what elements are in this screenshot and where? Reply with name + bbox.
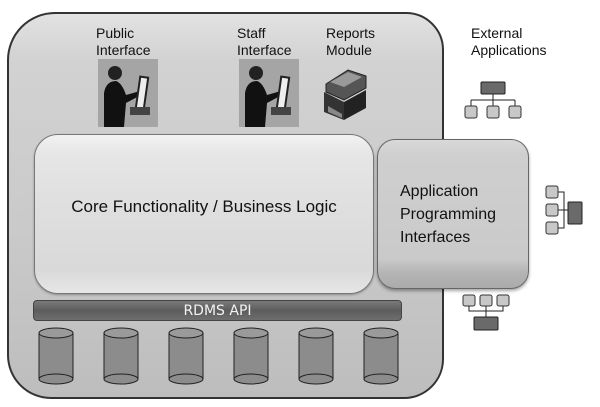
label-line: Programming	[400, 206, 497, 223]
rdms-api-bar: RDMS API	[33, 300, 402, 321]
label-line: Module	[326, 42, 372, 58]
reports-module-label: Reports Module	[326, 25, 375, 59]
database-cylinder-icon	[38, 327, 74, 385]
label-line: External	[471, 25, 523, 41]
database-cylinder-icon	[168, 327, 204, 385]
hierarchy-icon	[462, 294, 510, 331]
person-at-computer-icon	[239, 59, 299, 127]
rdms-api-label: RDMS API	[183, 302, 252, 319]
staff-interface-label: Staff Interface	[237, 25, 291, 59]
core-functionality-box: Core Functionality / Business Logic	[34, 134, 374, 294]
label-line: Interface	[237, 42, 292, 58]
database-cylinder-icon	[363, 327, 399, 385]
hierarchy-icon	[545, 185, 583, 235]
label-line: Reports	[326, 25, 376, 41]
database-cylinder-icon	[103, 327, 139, 385]
label-line: Applications	[471, 42, 547, 58]
label-line: Interface	[96, 42, 151, 58]
label-line: Application	[400, 183, 479, 200]
label-line: Staff	[237, 25, 266, 41]
hierarchy-icon	[464, 81, 522, 119]
person-at-computer-icon	[98, 59, 158, 127]
public-interface-label: Public Interface	[96, 25, 150, 59]
core-label: Core Functionality / Business Logic	[71, 197, 337, 216]
database-cylinder-icon	[233, 327, 269, 385]
label-line: Interfaces	[400, 229, 471, 246]
api-label: Application Programming Interfaces	[400, 180, 496, 249]
application-programming-interfaces-box: Application Programming Interfaces	[377, 139, 529, 289]
printer-icon	[324, 69, 367, 120]
database-cylinder-icon	[298, 327, 334, 385]
external-applications-label: External Applications	[471, 25, 547, 59]
label-line: Public	[96, 25, 135, 41]
